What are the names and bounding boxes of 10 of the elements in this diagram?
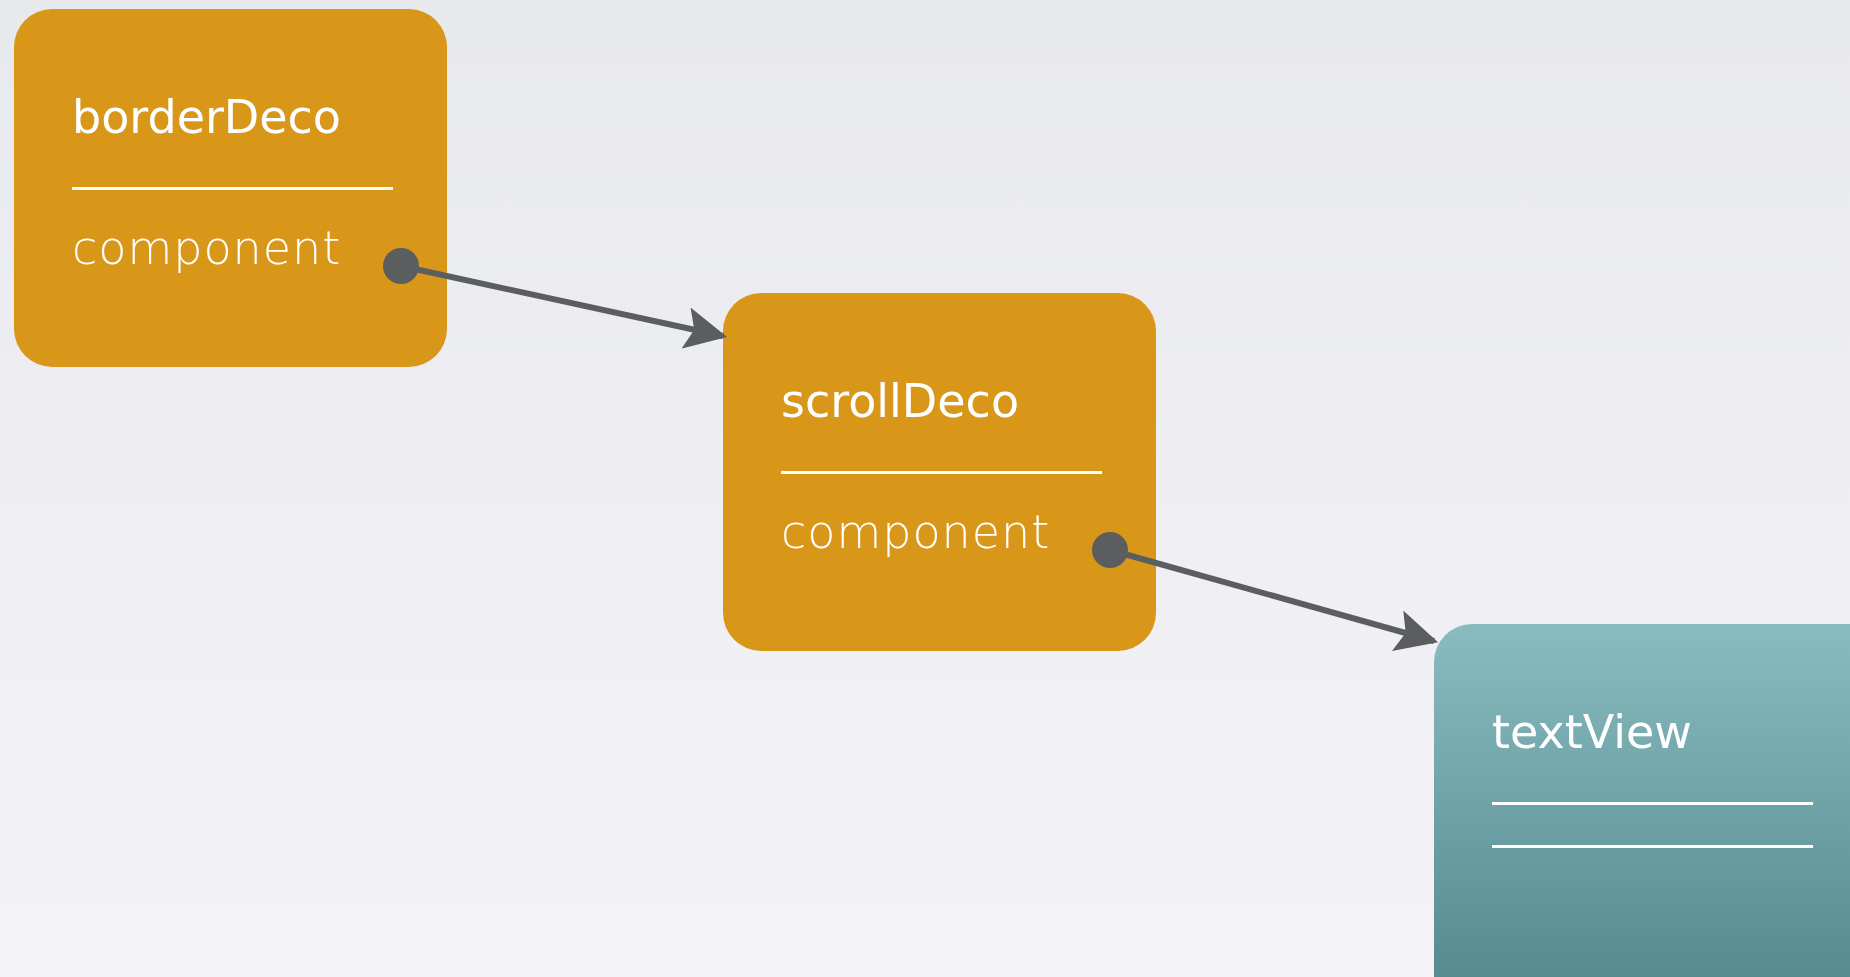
- class-name: borderDeco: [72, 89, 342, 146]
- class-name: scrollDeco: [781, 373, 1021, 430]
- arrow: [383, 248, 728, 349]
- class-box: [1434, 624, 1850, 977]
- field-name: component: [72, 220, 343, 277]
- class-name: textView: [1492, 704, 1693, 761]
- class-box: [723, 293, 1156, 651]
- field-name: component: [781, 504, 1052, 561]
- arrow: [1092, 532, 1439, 651]
- class-box: [14, 9, 447, 367]
